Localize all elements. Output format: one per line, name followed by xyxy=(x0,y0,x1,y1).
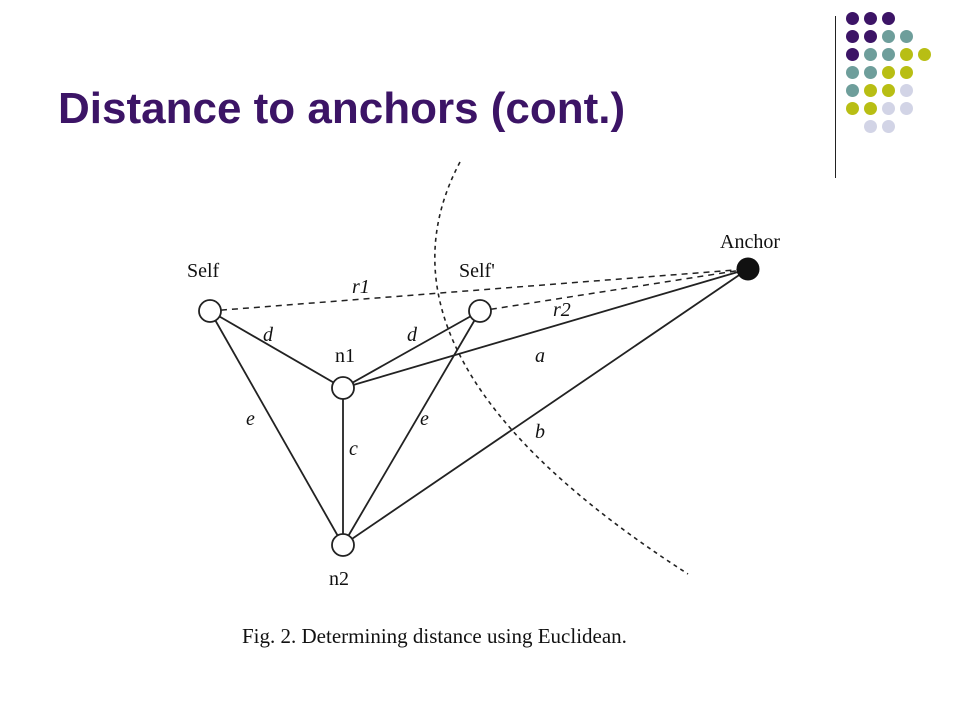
label-r1: r1 xyxy=(352,276,370,298)
decorative-dot xyxy=(846,48,859,61)
decorative-dot xyxy=(846,102,859,115)
label-anchor: Anchor xyxy=(720,231,780,253)
node-n1 xyxy=(331,376,355,400)
decorative-dot xyxy=(864,120,877,133)
label-n1: n1 xyxy=(335,345,355,367)
label-e-right: e xyxy=(420,408,429,430)
decorative-dot xyxy=(882,84,895,97)
label-b: b xyxy=(535,421,545,443)
label-n2: n2 xyxy=(329,568,349,590)
node-self-prime xyxy=(468,299,492,323)
node-n2 xyxy=(331,533,355,557)
decorative-dot xyxy=(900,48,913,61)
edge-r1 xyxy=(209,268,749,312)
decorative-dot xyxy=(900,84,913,97)
anchor-range-arc xyxy=(434,161,689,575)
edge-e-left xyxy=(209,310,344,546)
decorative-dot xyxy=(846,12,859,25)
edge-d-right xyxy=(342,310,481,389)
decorative-dot xyxy=(864,12,877,25)
label-r2: r2 xyxy=(553,299,571,321)
decorative-dot xyxy=(846,66,859,79)
node-anchor xyxy=(736,257,760,281)
decorative-dot xyxy=(864,66,877,79)
decorative-dot xyxy=(900,66,913,79)
decorative-dot xyxy=(882,66,895,79)
decorative-dot xyxy=(882,30,895,43)
decorative-dot xyxy=(900,102,913,115)
label-a: a xyxy=(535,345,545,367)
node-self xyxy=(198,299,222,323)
figure-caption: Fig. 2. Determining distance using Eucli… xyxy=(242,624,627,648)
edge-e-right xyxy=(342,310,481,546)
edge-r2 xyxy=(479,268,749,312)
decorative-dot xyxy=(882,102,895,115)
decorative-dot xyxy=(864,84,877,97)
decorative-dot xyxy=(882,48,895,61)
label-self-prime: Self' xyxy=(459,260,495,282)
label-d-left: d xyxy=(263,324,274,346)
slide-title: Distance to anchors (cont.) xyxy=(58,84,626,133)
label-e-left: e xyxy=(246,408,255,430)
decorative-dot xyxy=(864,48,877,61)
decorative-dot xyxy=(864,30,877,43)
label-c: c xyxy=(349,438,358,460)
title-divider-line xyxy=(835,16,836,178)
decorative-dot xyxy=(918,48,931,61)
edge-d-left xyxy=(209,310,344,389)
edge-b xyxy=(342,268,749,546)
decorative-dot xyxy=(846,30,859,43)
edge-a xyxy=(342,268,749,389)
decorative-dot xyxy=(882,120,895,133)
decorative-dot xyxy=(864,102,877,115)
label-self: Self xyxy=(187,260,220,282)
decorative-dot xyxy=(846,84,859,97)
decorative-dot xyxy=(900,30,913,43)
label-d-right: d xyxy=(407,324,418,346)
decorative-dot xyxy=(882,12,895,25)
